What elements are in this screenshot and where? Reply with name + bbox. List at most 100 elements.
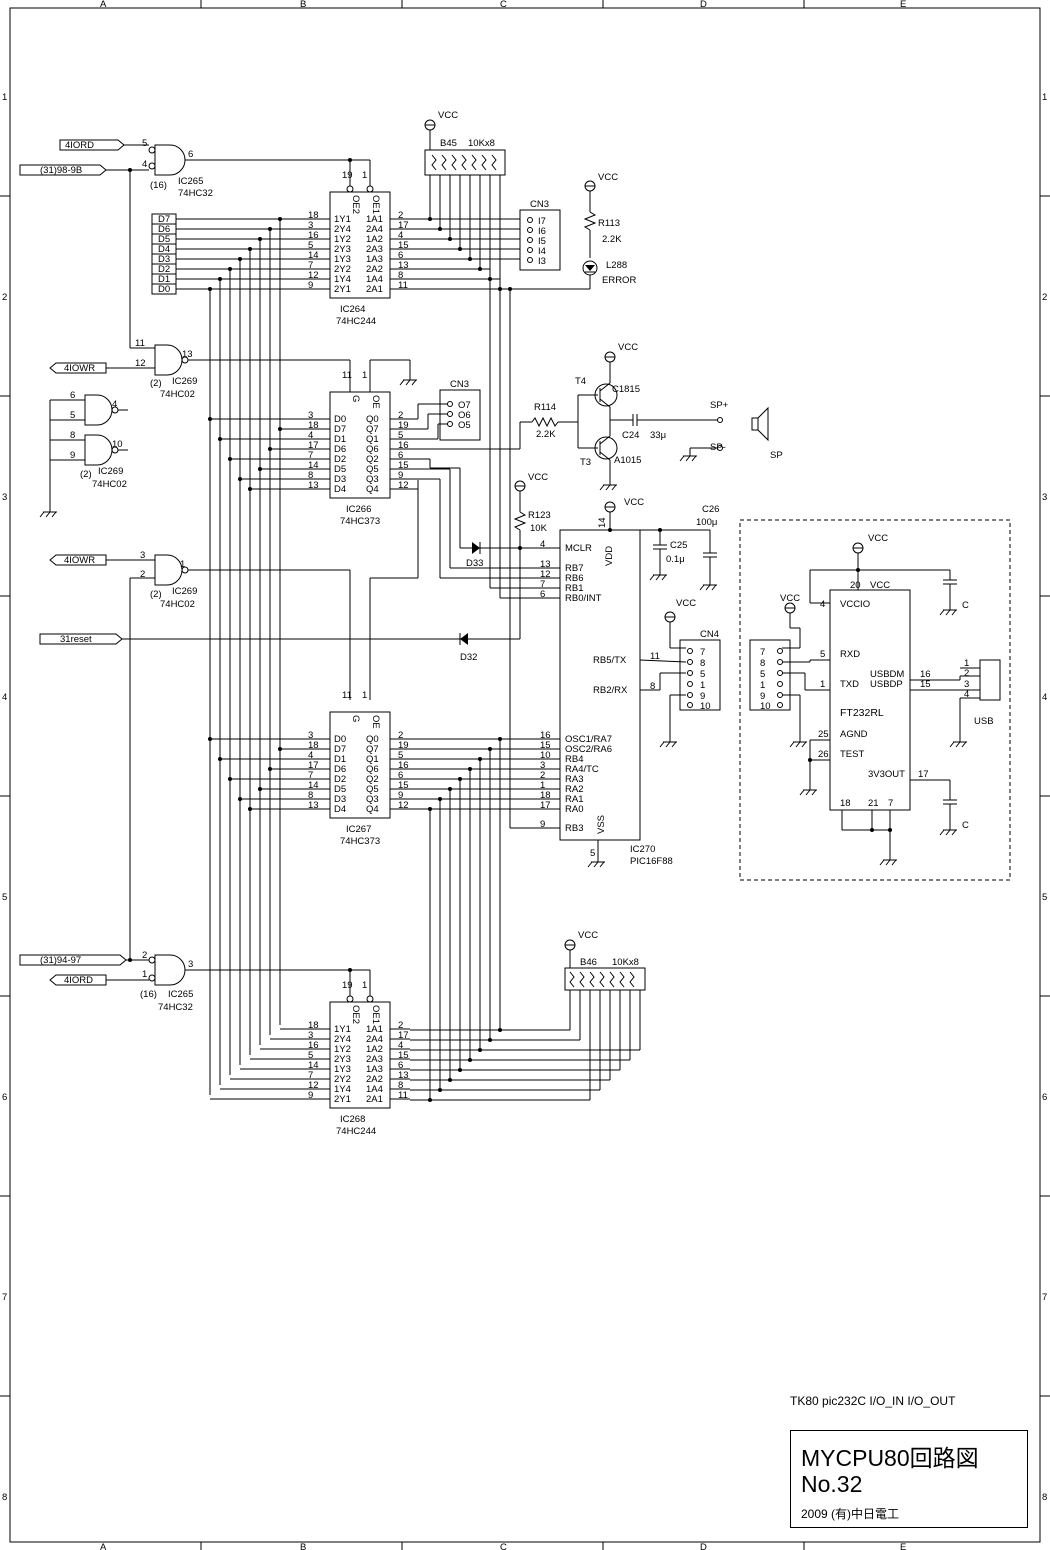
transistor-ref: T3 [580,457,591,468]
cap-ref: C25 [670,540,687,551]
pin-num: 3 [540,760,545,771]
pin-label: 2A1 [366,1094,383,1105]
row-label: 6 [1042,1092,1047,1103]
pin-num: 18 [308,420,319,431]
ic264-output-wiring [410,175,590,829]
pin-label: Q0 [366,414,379,425]
pin-label: 2Y4 [334,224,351,235]
cap-value: 33μ [650,430,666,441]
conn-ref: CN3 [530,199,549,210]
cap-value: 100μ [696,517,717,528]
pin-label: Q7 [366,744,379,755]
pin-num: 9 [540,819,545,830]
pin-num: 5 [398,750,403,761]
pin-label: 1A3 [366,1064,383,1075]
pin-num: 4 [308,750,313,761]
pin-num: 14 [308,780,319,791]
pin-num: 26 [818,749,829,760]
conn-pin: 5 [760,669,765,680]
pin-num: 6 [398,250,403,261]
pin-num: 7 [308,1070,313,1081]
pin-num: 10 [112,439,123,450]
pin-label: TEST [840,749,864,760]
row-label: 3 [2,492,7,503]
chip-label: FT232RL [840,707,884,719]
pin-num: 8 [650,681,655,692]
pin-num: 2 [140,569,145,580]
pin-label: D4 [334,484,346,495]
gate-ref: IC269 [98,466,123,477]
pin-label: OE [370,715,381,729]
bus-label: D1 [158,274,170,285]
power-label: VCC [528,472,548,483]
ic268-output-wiring [410,990,641,1102]
pin-num: 1 [820,679,825,690]
pin-num: 8 [308,790,313,801]
power-label: VCC [578,930,598,941]
conn-pin: I3 [538,256,546,267]
signal-flags: 4IORD (31)98-9B 4IOWR 4IOWR 31reset (31)… [19,139,177,986]
pin-num: 12 [308,1080,319,1091]
pin-label: 2A4 [366,224,383,235]
drawing-note: TK80 pic232C I/O_IN I/O_OUT [790,1394,956,1408]
inv-bubble [366,995,374,1003]
pin-num: 14 [597,517,608,528]
pin-num: 3 [308,1030,313,1041]
pin-num: 18 [540,790,551,801]
bus-label: D2 [158,264,170,275]
pin-label: D5 [334,784,346,795]
pin-num: 8 [308,470,313,481]
gate-ref: IC265 [178,176,203,187]
gate-ref: IC269 [172,586,197,597]
pin-label: 2Y1 [334,1094,351,1105]
pin-label: D1 [334,434,346,445]
pin-num: 13 [182,349,193,360]
pin-label: D2 [334,454,346,465]
pin-label: 1A4 [366,274,383,285]
pin-num: 15 [540,740,551,751]
ic-part: PIC16F88 [630,856,673,867]
conn-pin: 1 [760,680,765,691]
pin-num: 2 [540,770,545,781]
diode-ref: D33 [466,558,483,569]
pin-label: RB5/TX [593,655,627,666]
pin-num: 5 [398,430,403,441]
pin-num: 13 [398,1070,409,1081]
resnet-value: 10Kx8 [612,957,639,968]
pin-label: 1A2 [366,234,383,245]
bus-label: D5 [158,234,170,245]
conn-pin: 10 [700,701,711,712]
pin-num: 18 [840,798,851,809]
pin-num: 2 [142,950,147,961]
resnet-b45: VCC B45 10Kx8 [424,110,506,176]
pin-label: OE2 [350,195,361,214]
col-label: D [700,0,707,10]
pin-label: 1Y4 [334,1084,351,1095]
pin-num: 1 [362,690,367,701]
pin-num: 6 [188,149,193,160]
pin-num: 9 [308,280,313,291]
pin-label: OSC1/RA7 [565,734,612,745]
col-label: E [900,1542,906,1550]
pin-label: 2A4 [366,1034,383,1045]
pin-num: 7 [888,798,893,809]
pin-num: 13 [540,559,551,570]
pin-num: 4 [820,599,825,610]
res-value: 2.2K [536,429,556,440]
conn-pin: 8 [760,658,765,669]
bus-label: D0 [158,284,170,295]
pin-label: 1Y3 [334,1064,351,1075]
gate-ic269c: 3 2 1 (2) IC269 74HC02 [106,550,351,700]
gate-part: 74HC32 [178,188,213,199]
pin-num: 1 [142,969,147,980]
pin-num: 2 [398,730,403,741]
led-label: ERROR [602,275,636,286]
resnet-ref: B46 [580,957,597,968]
pin-num: 9 [70,450,75,461]
